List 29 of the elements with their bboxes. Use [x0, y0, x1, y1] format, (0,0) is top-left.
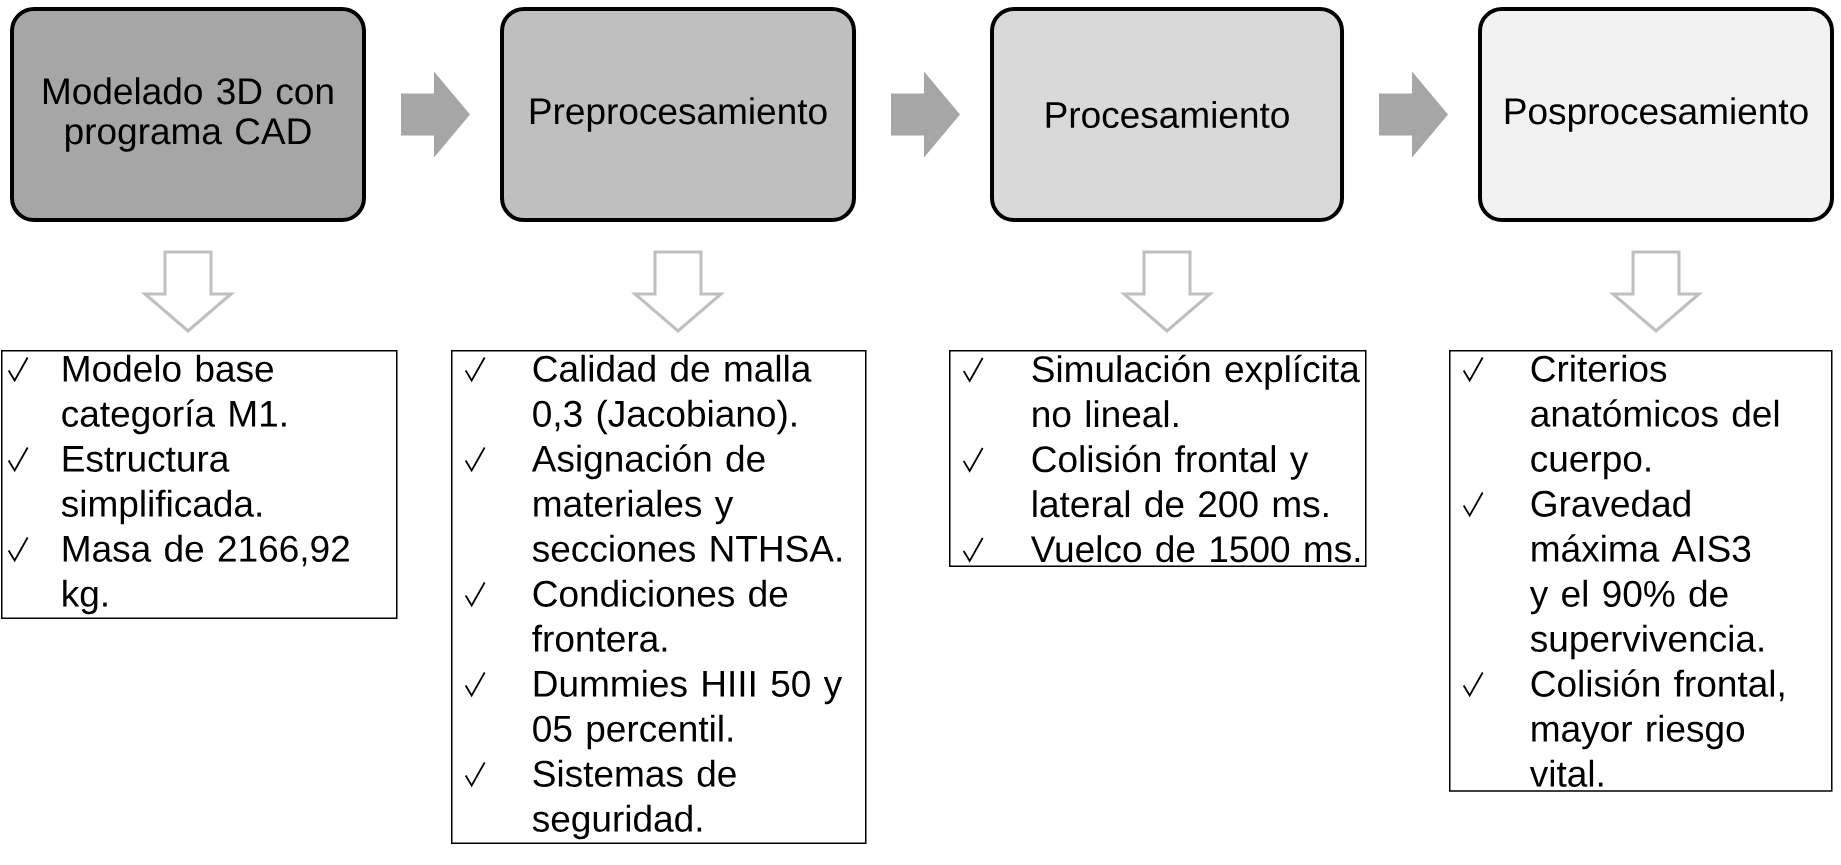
process-box: Modelado 3D con programa CAD	[10, 7, 366, 222]
list-item: Criterios anatómicos del cuerpo.	[1531, 354, 1779, 480]
hollow-arrow	[1608, 250, 1704, 333]
list-item: Modelo base categoría M1.	[62, 354, 286, 435]
list-item: Calidad de malla 0,3 (Jacobiano).	[533, 354, 812, 435]
hollow-arrow	[140, 250, 236, 333]
list-item: Dummies HIII 50 y 05 percentil.	[533, 669, 843, 750]
process-box: Preprocesamiento	[500, 7, 856, 222]
hollow-arrow	[630, 250, 726, 333]
process-box: Posprocesamiento	[1478, 7, 1834, 222]
list-item: Gravedad máxima AIS3 y el 90% de supervivencia.	[1529, 489, 1763, 660]
process-box: Procesamiento	[990, 7, 1344, 222]
list-item: Vuelco de 1500 ms.	[1030, 535, 1360, 563]
list-item: Colisión frontal y lateral de 200 ms.	[1032, 444, 1328, 518]
list-box	[451, 350, 867, 844]
list-item: Masa de 2166,92 kg.	[63, 534, 349, 615]
block-arrow	[401, 71, 470, 158]
list-item: Estructura simplificada.	[61, 446, 261, 525]
list-box	[949, 350, 1367, 568]
block-arrow	[891, 71, 960, 158]
list-item: Condiciones de frontera.	[532, 579, 788, 652]
list-item: Sistemas de seguridad.	[532, 759, 736, 840]
list-box	[1, 350, 398, 619]
list-box	[1449, 350, 1833, 792]
list-item: Colisión frontal, mayor riesgo vital.	[1529, 669, 1784, 787]
block-arrow	[1379, 71, 1448, 158]
list-item: Asignación de materiales y secciones NTHSA.	[531, 444, 841, 562]
list-item: Simulación explícita no lineal.	[1032, 354, 1360, 428]
hollow-arrow	[1119, 250, 1215, 333]
